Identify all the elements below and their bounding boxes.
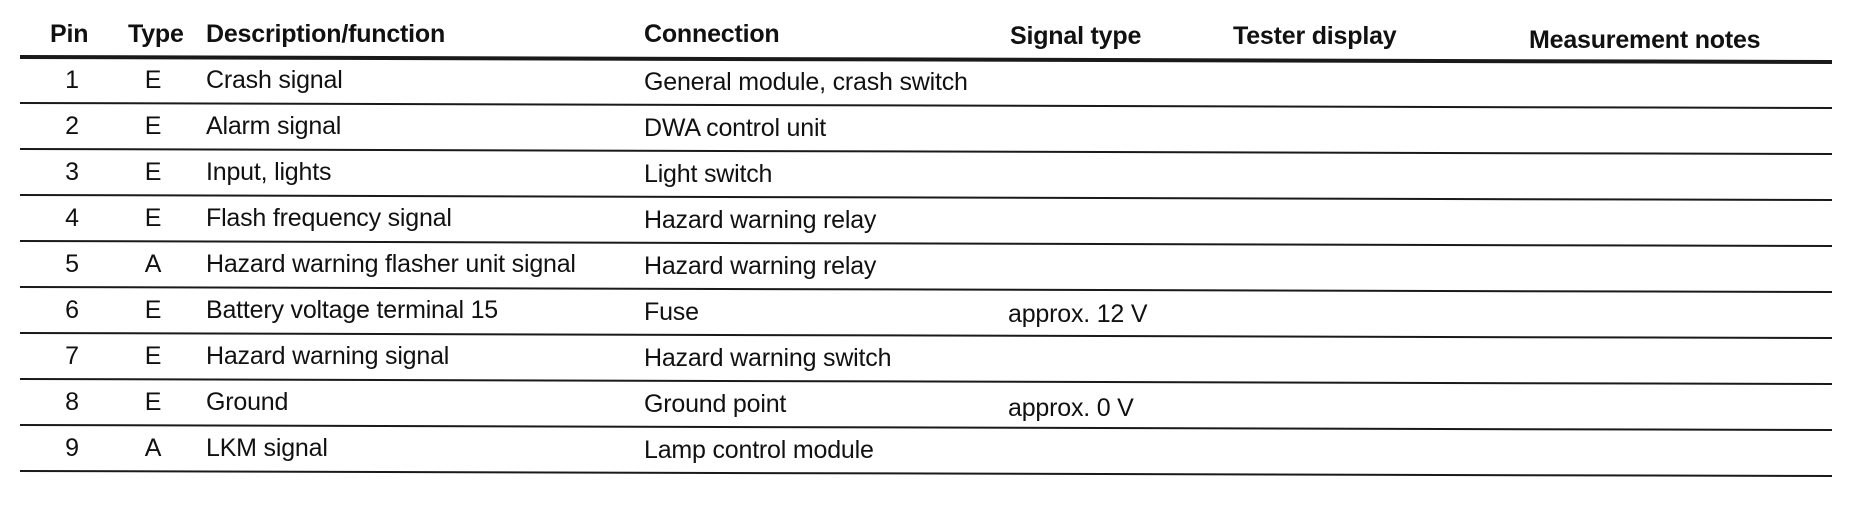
cell-connection: Lamp control module xyxy=(644,436,874,464)
cell-pin: 9 xyxy=(65,434,79,462)
cell-description: Hazard warning signal xyxy=(206,342,450,370)
cell-type: E xyxy=(144,66,162,94)
cell-description: Crash signal xyxy=(206,66,343,94)
cell-pin: 7 xyxy=(65,342,79,370)
cell-type: A xyxy=(144,434,162,462)
cell-connection: Hazard warning relay xyxy=(644,252,877,280)
table-row: 4 E Flash frequency signal Hazard warnin… xyxy=(0,198,1864,244)
cell-description: Flash frequency signal xyxy=(206,204,452,232)
cell-type: A xyxy=(144,250,162,278)
cell-description: Alarm signal xyxy=(206,112,342,140)
cell-pin: 5 xyxy=(65,250,79,278)
cell-description: Ground xyxy=(206,388,289,416)
cell-connection: Hazard warning switch xyxy=(644,344,892,372)
cell-connection: General module, crash switch xyxy=(644,68,968,96)
header-description: Description/function xyxy=(206,20,446,48)
cell-pin: 8 xyxy=(65,388,79,416)
cell-connection: Fuse xyxy=(644,298,699,326)
table-row: 1 E Crash signal General module, crash s… xyxy=(0,60,1864,106)
table-row: 9 A LKM signal Lamp control module xyxy=(0,428,1864,474)
header-type: Type xyxy=(128,20,184,48)
table-row: 8 E Ground Ground point approx. 0 V xyxy=(0,382,1864,428)
header-tester-display: Tester display xyxy=(1233,22,1397,50)
cell-description: Hazard warning flasher unit signal xyxy=(206,250,576,278)
table-row: 3 E Input, lights Light switch xyxy=(0,152,1864,198)
cell-connection: Ground point xyxy=(644,390,787,418)
header-pin: Pin xyxy=(50,20,89,48)
table-row: 7 E Hazard warning signal Hazard warning… xyxy=(0,336,1864,382)
cell-type: E xyxy=(144,204,162,232)
table-row: 2 E Alarm signal DWA control unit xyxy=(0,106,1864,152)
cell-type: E xyxy=(144,158,162,186)
cell-type: E xyxy=(144,342,162,370)
cell-pin: 2 xyxy=(65,112,79,140)
cell-connection: Hazard warning relay xyxy=(644,206,877,234)
cell-pin: 4 xyxy=(65,204,79,232)
cell-type: E xyxy=(144,296,162,324)
cell-connection: Light switch xyxy=(644,160,773,188)
cell-signal-type: approx. 0 V xyxy=(1008,394,1134,422)
cell-description: Input, lights xyxy=(206,158,332,186)
cell-description: LKM signal xyxy=(206,434,328,462)
header-signal-type: Signal type xyxy=(1010,22,1142,50)
table-row: 6 E Battery voltage terminal 15 Fuse app… xyxy=(0,290,1864,336)
cell-type: E xyxy=(144,112,162,140)
cell-description: Battery voltage terminal 15 xyxy=(206,296,498,324)
header-connection: Connection xyxy=(644,20,780,48)
table-row: 5 A Hazard warning flasher unit signal H… xyxy=(0,244,1864,290)
cell-pin: 1 xyxy=(65,66,79,94)
cell-signal-type: approx. 12 V xyxy=(1008,300,1148,328)
cell-pin: 6 xyxy=(65,296,79,324)
cell-type: E xyxy=(144,388,162,416)
cell-pin: 3 xyxy=(65,158,79,186)
header-measurement-notes: Measurement notes xyxy=(1529,26,1761,54)
cell-connection: DWA control unit xyxy=(644,114,827,142)
table-header: Pin Type Description/function Connection… xyxy=(0,0,1864,64)
